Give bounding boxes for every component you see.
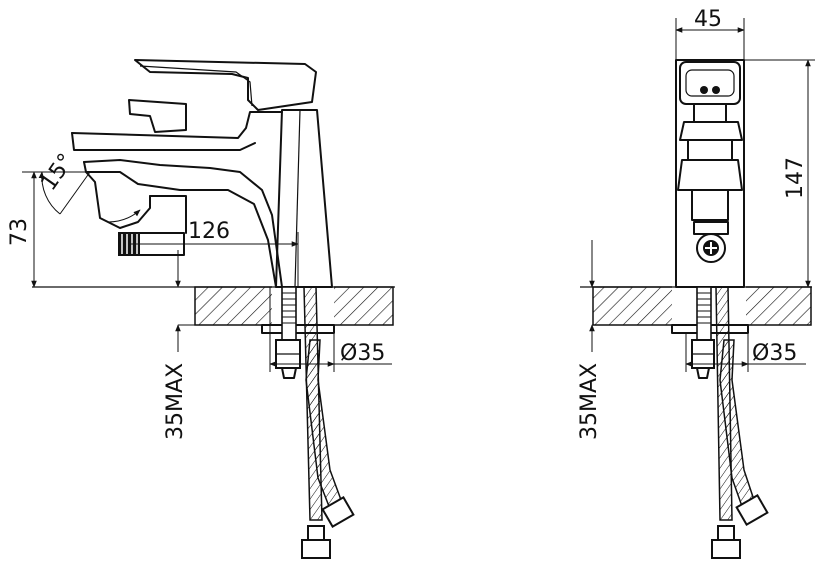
faucet-body — [275, 109, 333, 288]
lever-handle — [134, 59, 317, 111]
popup-knob — [128, 99, 187, 133]
dim-35max-left: 35MAX — [163, 363, 188, 440]
dim-147: 147 — [783, 157, 808, 199]
side-view-dimensions: 73 15° 126 35MAX Ø35 — [7, 149, 392, 440]
side-view — [32, 59, 395, 559]
spout — [71, 111, 283, 139]
aerator — [85, 171, 151, 229]
dim-35max-right: 35MAX — [577, 363, 602, 440]
dim-hole-right: Ø35 — [752, 341, 797, 366]
dim-hole-left: Ø35 — [340, 341, 385, 366]
mounting-washer — [261, 324, 335, 334]
thread-fitting — [118, 232, 140, 256]
front-view — [580, 59, 812, 559]
dim-73: 73 — [7, 218, 32, 246]
front-view-dimensions: 45 147 35MAX Ø35 — [577, 7, 815, 440]
dim-45: 45 — [694, 7, 722, 32]
dim-126: 126 — [188, 219, 230, 244]
